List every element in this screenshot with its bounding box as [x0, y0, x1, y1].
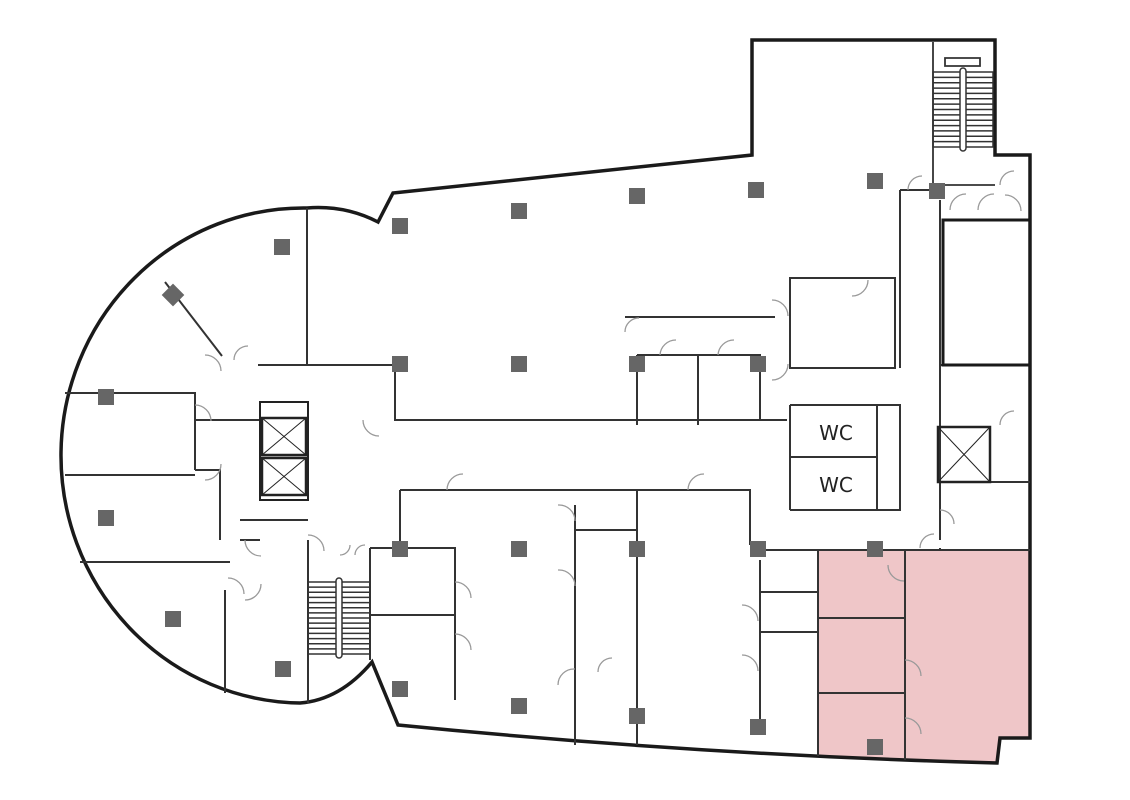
column — [629, 541, 645, 557]
column — [511, 203, 527, 219]
stair-handrail — [335, 577, 343, 659]
column — [750, 719, 766, 735]
column — [98, 510, 114, 526]
column — [929, 183, 945, 199]
elevator-left — [259, 401, 309, 501]
wc-label: WC — [819, 473, 853, 497]
doors — [194, 170, 1022, 735]
stair-handrail — [959, 67, 967, 152]
stairs-bottom — [307, 577, 371, 659]
service-core — [941, 218, 1032, 367]
column — [392, 218, 408, 234]
highlighted-suite[interactable] — [818, 550, 1030, 762]
column — [275, 661, 291, 677]
column — [511, 698, 527, 714]
column — [511, 541, 527, 557]
column — [867, 739, 883, 755]
building-outline — [59, 38, 1032, 765]
column — [867, 173, 883, 189]
column — [392, 356, 408, 372]
stairs-top — [932, 42, 995, 186]
column — [748, 182, 764, 198]
column — [750, 541, 766, 557]
column — [511, 356, 527, 372]
column — [629, 188, 645, 204]
column — [867, 541, 883, 557]
column — [392, 681, 408, 697]
wc-block: WC WC — [789, 404, 901, 511]
column — [392, 541, 408, 557]
column — [98, 389, 114, 405]
interior-walls — [65, 189, 1030, 760]
elevator-right — [936, 425, 992, 484]
column — [629, 356, 645, 372]
column — [750, 356, 766, 372]
column — [165, 611, 181, 627]
column — [629, 708, 645, 724]
wc-label: WC — [819, 421, 853, 445]
column — [274, 239, 290, 255]
structural-columns — [98, 173, 945, 755]
